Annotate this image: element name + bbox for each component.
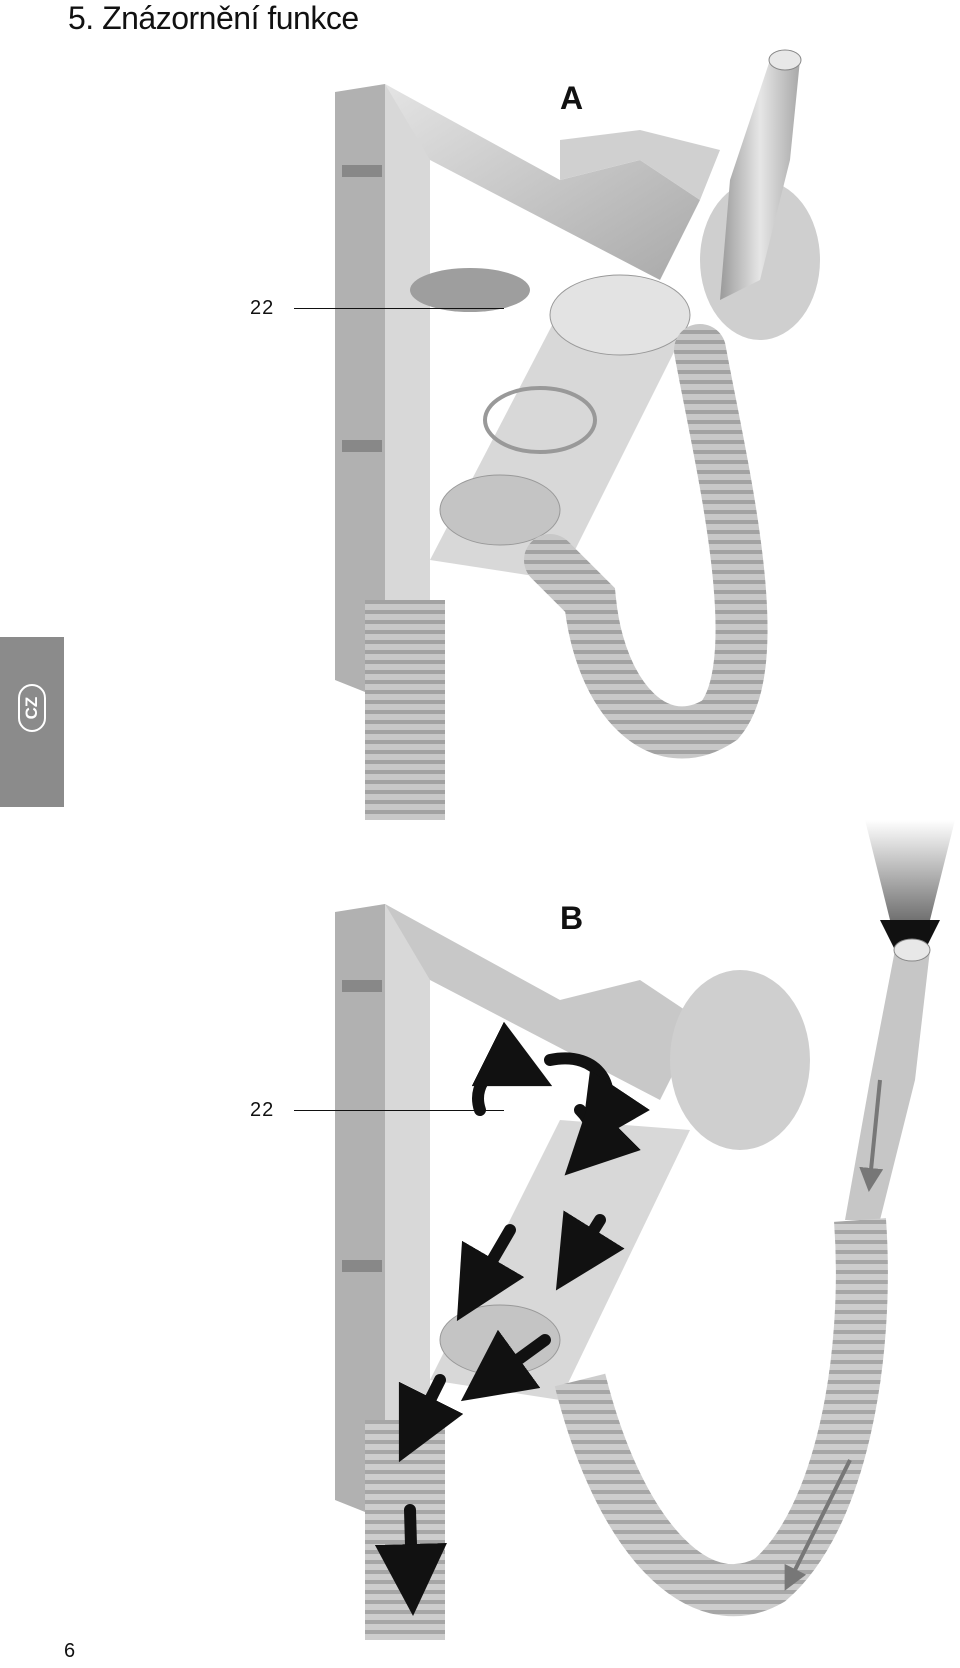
handle (720, 60, 800, 300)
handle (845, 950, 930, 1220)
airflow-arrows (374, 1021, 650, 1616)
figure-a-callout-line (294, 308, 504, 309)
airflow-arrow-handle (859, 1079, 884, 1192)
airflow-arrow-hose (784, 1459, 852, 1591)
dome (670, 970, 810, 1150)
figure-b-callout-line (294, 1110, 504, 1111)
top-housing (385, 84, 700, 280)
top-housing (385, 904, 700, 1100)
hose-loop (554, 1218, 888, 1617)
hose-loop (524, 324, 768, 759)
page-number: 6 (64, 1640, 76, 1662)
inner-disc (410, 268, 530, 312)
air-inflow-funnel (865, 820, 955, 940)
figure-b-callout-number: 22 (250, 1099, 275, 1121)
wall-plate (335, 904, 385, 1520)
figure-a-label: A (560, 80, 584, 116)
figure-a-illustration (335, 49, 820, 820)
wall-plate (335, 84, 385, 700)
figure-a-callout-number: 22 (250, 297, 275, 319)
figure-b-label: B (560, 900, 584, 936)
page-title: 5. Znázornění funkce (68, 0, 359, 36)
language-tab (0, 637, 64, 807)
language-badge: CZ (18, 684, 46, 732)
figure-b-illustration (335, 820, 955, 1640)
